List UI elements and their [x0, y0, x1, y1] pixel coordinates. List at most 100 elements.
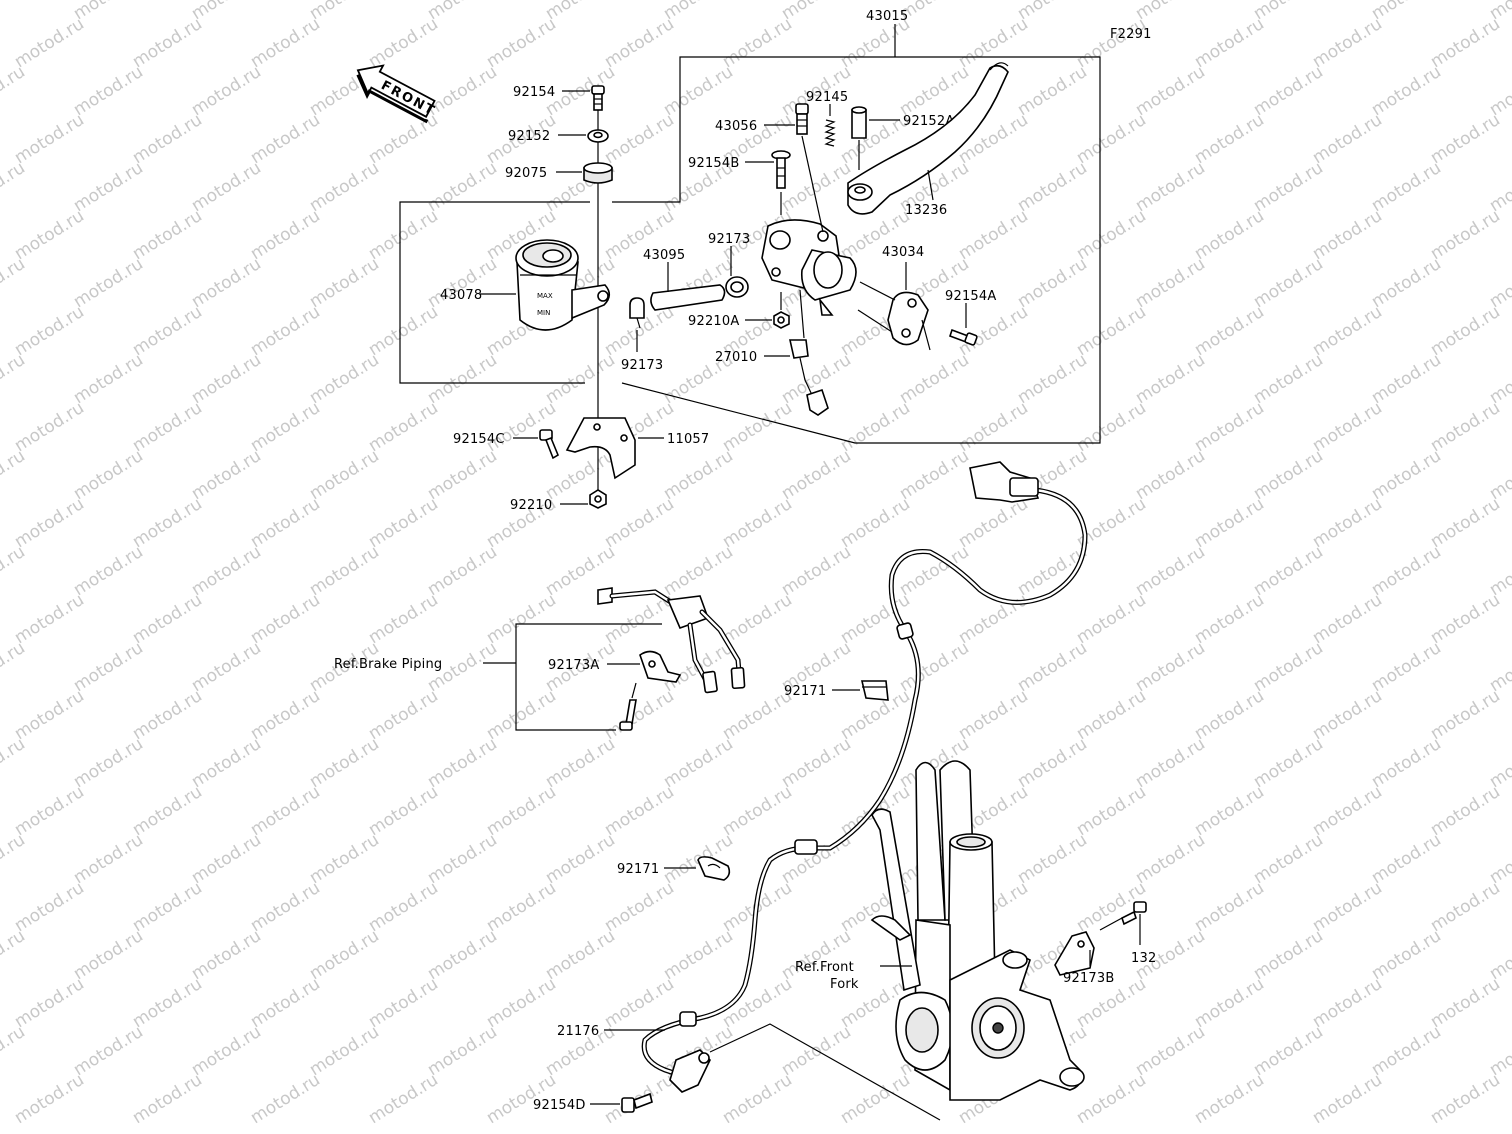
label-ref-brake-piping: Ref.Brake Piping [334, 657, 442, 672]
watermark-text: motod.ru [129, 878, 206, 936]
watermark-text: motod.ru [1132, 254, 1209, 312]
label-11057: 11057 [667, 432, 709, 447]
label-92173B: 92173B [1063, 971, 1114, 986]
watermark-text: motod.ru [70, 638, 147, 696]
watermark-text: motod.ru [1427, 782, 1504, 840]
watermark-text: motod.ru [70, 62, 147, 120]
hose-43095 [650, 284, 726, 311]
label-92173-right: 92173 [708, 232, 750, 247]
watermark-text: motod.ru [660, 0, 737, 24]
watermark-text: motod.ru [0, 1022, 29, 1080]
watermark-text: motod.ru [483, 878, 560, 936]
watermark-text: motod.ru [955, 686, 1032, 744]
watermark-text: motod.ru [542, 734, 619, 792]
watermark-text: motod.ru [306, 254, 383, 312]
watermark-text: motod.ru [1309, 686, 1386, 744]
label-13236: 13236 [905, 203, 947, 218]
watermark-text: motod.ru [660, 62, 737, 120]
watermark-text: motod.ru [247, 878, 324, 936]
watermark-text: motod.ru [1309, 14, 1386, 72]
watermark-text: motod.ru [1191, 686, 1268, 744]
watermark-text: motod.ru [1368, 158, 1445, 216]
watermark-text: motod.ru [11, 686, 88, 744]
watermark-text: motod.ru [778, 734, 855, 792]
bolt-92154A [948, 328, 978, 346]
watermark-text: motod.ru [1250, 638, 1327, 696]
watermark-text: motod.ru [1309, 110, 1386, 168]
watermark-text: motod.ru [1427, 878, 1504, 936]
grommet-92075 [583, 162, 613, 184]
watermark-text: motod.ru [1368, 446, 1445, 504]
watermark-text: motod.ru [483, 14, 560, 72]
label-92171-bottom: 92171 [617, 862, 659, 877]
watermark-text: motod.ru [1073, 398, 1150, 456]
watermark-text: motod.ru [660, 542, 737, 600]
watermark-text: motod.ru [1132, 62, 1209, 120]
watermark-text: motod.ru [365, 398, 442, 456]
watermark-text: motod.ru [0, 926, 29, 984]
watermark-text: motod.ru [129, 110, 206, 168]
label-43095: 43095 [643, 248, 685, 263]
watermark-text: motod.ru [1073, 782, 1150, 840]
watermark-text: motod.ru [601, 686, 678, 744]
watermark-text: motod.ru [896, 446, 973, 504]
watermark-text: motod.ru [483, 782, 560, 840]
master-cylinder-body [761, 219, 857, 316]
watermark-text: motod.ru [0, 350, 29, 408]
watermark-text: motod.ru [1014, 734, 1091, 792]
watermark-text: motod.ru [188, 926, 265, 984]
watermark-text: motod.ru [306, 0, 383, 24]
watermark-text: motod.ru [306, 158, 383, 216]
watermark-text: motod.ru [1132, 830, 1209, 888]
watermark-text: motod.ru [660, 446, 737, 504]
label-92173A: 92173A [548, 658, 599, 673]
watermark-text: motod.ru [1309, 782, 1386, 840]
watermark-text: motod.ru [719, 782, 796, 840]
watermark-text: motod.ru [1132, 734, 1209, 792]
watermark-text: motod.ru [660, 734, 737, 792]
label-92154B: 92154B [688, 156, 739, 171]
watermark-text: motod.ru [365, 206, 442, 264]
watermark-text: motod.ru [1132, 446, 1209, 504]
watermark-text: motod.ru [247, 302, 324, 360]
watermark-text: motod.ru [365, 1070, 442, 1128]
label-92210A: 92210A [688, 314, 739, 329]
watermark-text: motod.ru [1191, 590, 1268, 648]
watermark-text: motod.ru [247, 686, 324, 744]
watermark-text: motod.ru [896, 350, 973, 408]
watermark-text: motod.ru [1250, 734, 1327, 792]
bolt-92154D [621, 1092, 653, 1113]
label-92152: 92152 [508, 129, 550, 144]
watermark-text: motod.ru [247, 974, 324, 1032]
watermark-text: motod.ru [719, 1070, 796, 1128]
watermark-text: motod.ru [1250, 254, 1327, 312]
watermark-text: motod.ru [70, 254, 147, 312]
watermark-text: motod.ru [1073, 14, 1150, 72]
watermark-text: motod.ru [129, 398, 206, 456]
watermark-text: motod.ru [129, 302, 206, 360]
clip-92171-top [860, 680, 889, 701]
watermark-text: motod.ru [70, 0, 147, 24]
watermark-text: motod.ru [1191, 206, 1268, 264]
watermark-text: motod.ru [601, 974, 678, 1032]
watermark-text: motod.ru [1368, 62, 1445, 120]
watermark-text: motod.ru [1250, 350, 1327, 408]
watermark-text: motod.ru [0, 638, 29, 696]
watermark-text: motod.ru [837, 494, 914, 552]
watermark-text: motod.ru [1309, 878, 1386, 936]
watermark-text: motod.ru [1368, 638, 1445, 696]
watermark-text: motod.ru [778, 542, 855, 600]
watermark-text: motod.ru [1014, 158, 1091, 216]
watermark-text: motod.ru [424, 830, 501, 888]
watermark-text: motod.ru [955, 494, 1032, 552]
watermark-text: motod.ru [1427, 398, 1504, 456]
switch-27010 [789, 339, 829, 416]
bracket-11057 [565, 417, 636, 480]
watermark-text: motod.ru [188, 350, 265, 408]
label-43056: 43056 [715, 119, 757, 134]
watermark-text: motod.ru [1427, 686, 1504, 744]
watermark-text: motod.ru [1014, 830, 1091, 888]
spring-92145 [824, 119, 836, 147]
watermark-text: motod.ru [1309, 1070, 1386, 1128]
